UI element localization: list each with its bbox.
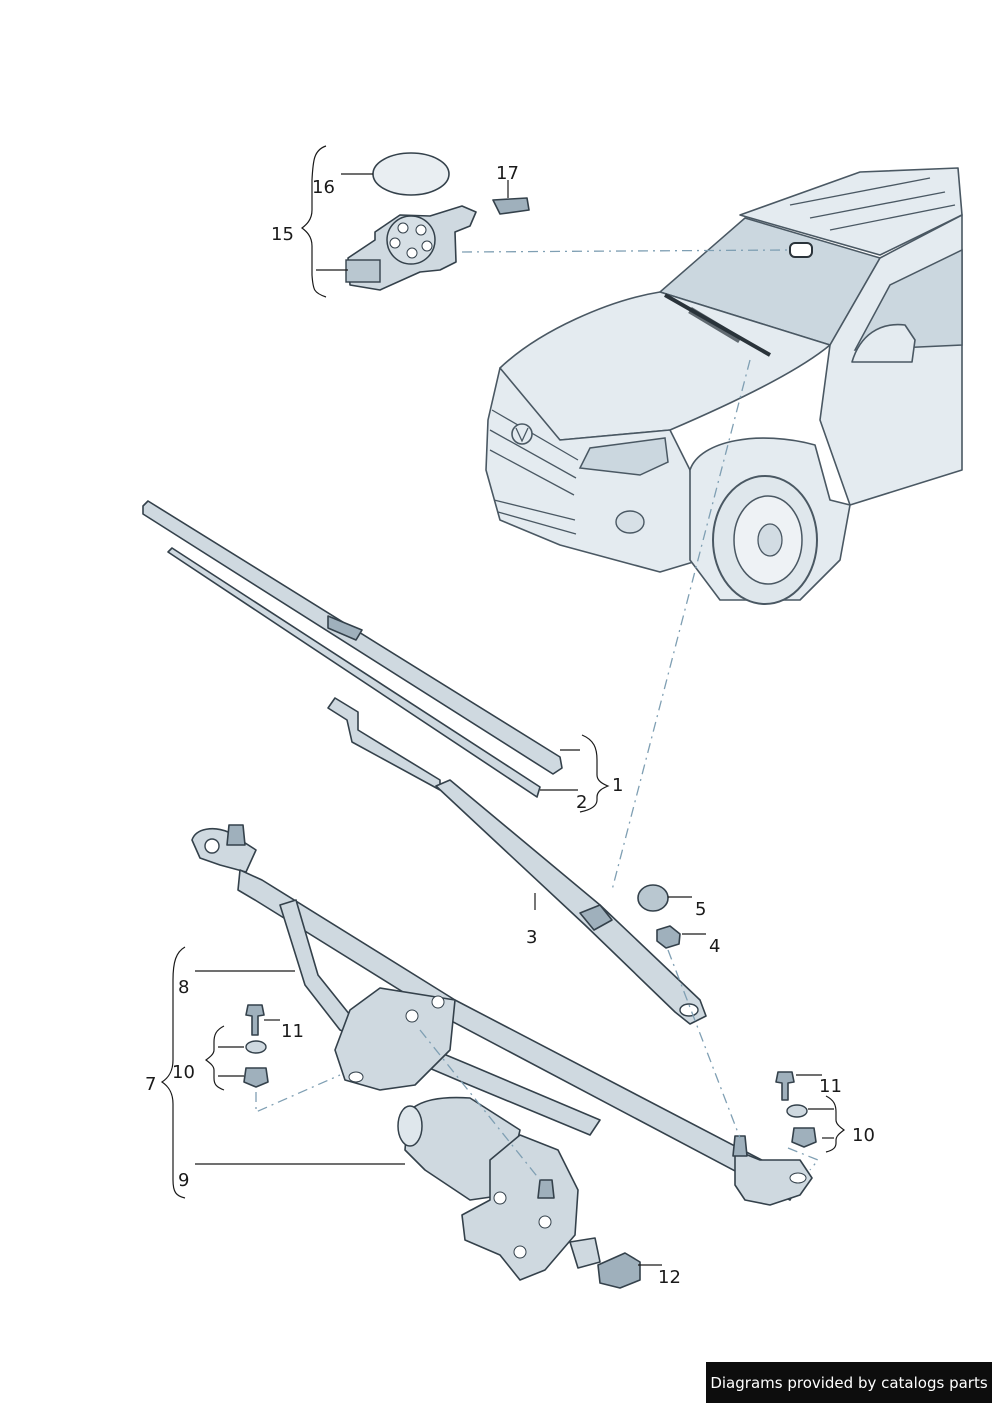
callout-11-right: 11 (819, 1076, 842, 1097)
callout-7: 7 (145, 1074, 156, 1095)
wiper-blade-group (142, 500, 563, 798)
callout-1: 1 (612, 775, 623, 796)
wiper-motor (397, 1096, 601, 1281)
sensor-cover-clip (492, 197, 530, 215)
fasteners-right (775, 1071, 817, 1148)
leader-lines (160, 145, 845, 1266)
sensor-gel-pad (372, 152, 450, 196)
callout-3: 3 (526, 927, 537, 948)
callout-8: 8 (178, 977, 189, 998)
callout-10-left: 10 (172, 1062, 195, 1083)
fasteners-left (243, 1004, 269, 1088)
alignment-lines (255, 249, 820, 1181)
callout-17: 17 (496, 163, 519, 184)
callout-15: 15 (271, 224, 294, 245)
credit-banner: Diagrams provided by catalogs parts (706, 1362, 992, 1403)
hex-nut (656, 925, 681, 949)
callout-5: 5 (695, 899, 706, 920)
callout-4: 4 (709, 936, 720, 957)
callout-11-left: 11 (281, 1021, 304, 1042)
rain-sensor-assembly (345, 152, 530, 291)
nut-cover-cap (637, 884, 669, 912)
callout-labels: 16 17 15 1 2 3 5 4 8 11 10 7 11 10 9 12 (145, 163, 875, 1288)
wiper-rubber-strip (167, 547, 541, 798)
callout-12: 12 (658, 1267, 681, 1288)
callout-16: 16 (312, 177, 335, 198)
credit-text: Diagrams provided by catalogs parts (710, 1373, 988, 1392)
wiper-arm (327, 697, 707, 1025)
wiper-linkage-frame (191, 824, 813, 1206)
callout-2: 2 (576, 792, 587, 813)
callout-10-right: 10 (852, 1125, 875, 1146)
electrical-connector (597, 1252, 641, 1289)
callout-9: 9 (178, 1170, 189, 1191)
vehicle-illustration (485, 167, 963, 605)
